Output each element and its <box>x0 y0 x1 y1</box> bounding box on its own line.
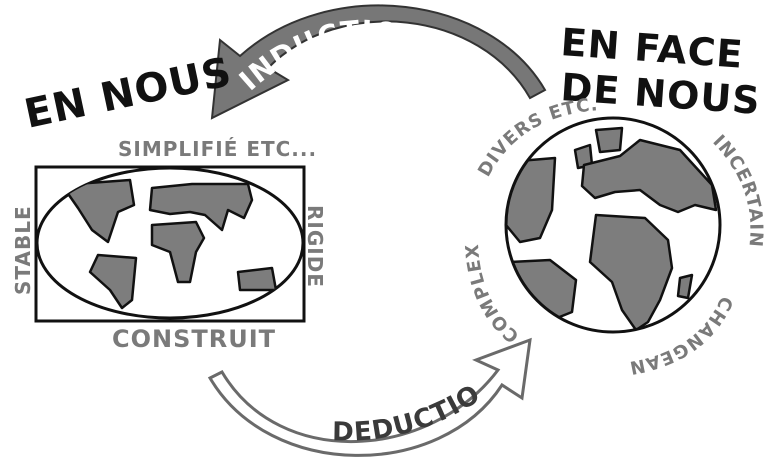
construit-label: CONSTRUIT <box>112 325 276 353</box>
en-nous-group: EN NOUS SIMPLIFIÉ ETC... STABLE RIGIDE C… <box>11 49 327 353</box>
stable-label: STABLE <box>11 205 35 295</box>
simplifie-label: SIMPLIFIÉ ETC... <box>118 137 317 161</box>
flat-world-map <box>34 165 306 323</box>
rigide-label: RIGIDE <box>303 205 327 288</box>
induction-label: INDUCTION <box>233 14 429 97</box>
induction-arrow: INDUCTION <box>210 4 547 120</box>
en-nous-title: EN NOUS <box>21 49 236 138</box>
globe <box>504 116 722 334</box>
